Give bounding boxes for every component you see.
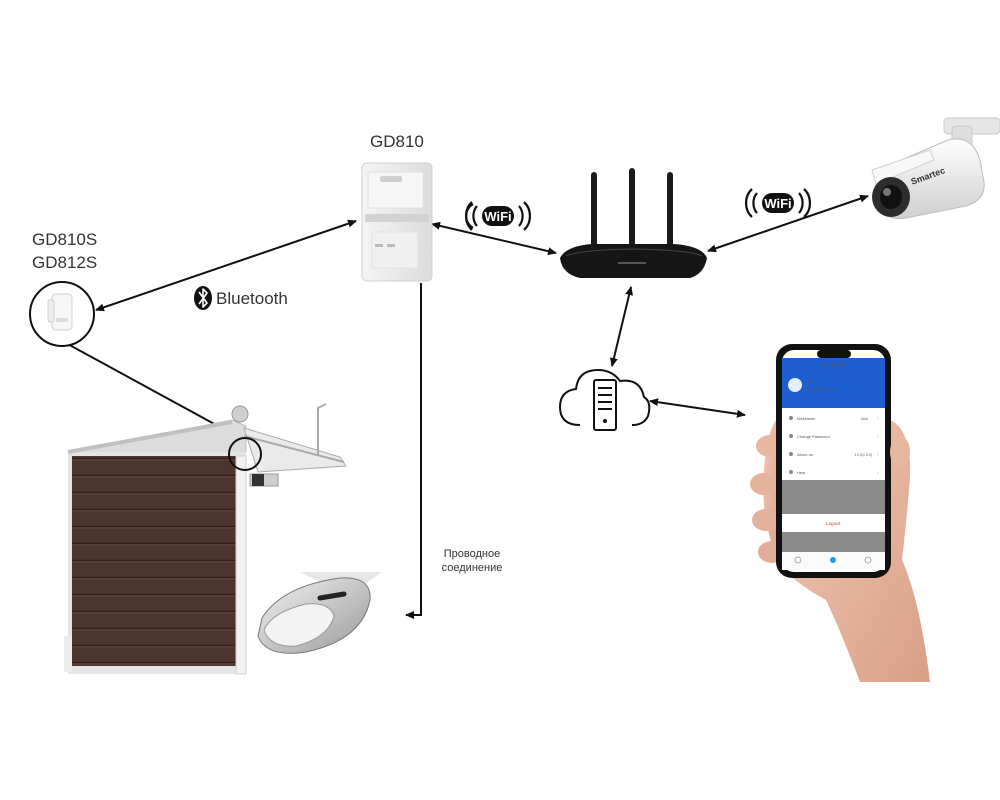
camera-device: Smartec	[871, 117, 1000, 220]
sensor-device	[29, 281, 95, 347]
phone-header-title: User profile	[820, 362, 846, 368]
chevron-right-icon: ›	[877, 452, 879, 458]
wifi-badge-text: WiFi	[484, 209, 511, 224]
chevron-right-icon: ›	[877, 470, 879, 476]
door-sensor-zoom-circle	[228, 437, 262, 471]
phone-menu-item-about[interactable]: About us 1.0.0(1.0.0) ›	[784, 447, 883, 461]
logout-button[interactable]: Logout	[784, 516, 883, 530]
cloud-phone-connection	[649, 398, 746, 418]
phone-user-name: nick	[806, 379, 813, 384]
wifi-badge-text: WiFi	[764, 196, 791, 211]
router-camera-connection	[707, 194, 869, 253]
phone-menu-label: NickName	[797, 416, 816, 421]
logout-label: Logout	[826, 521, 841, 526]
chevron-right-icon: ›	[877, 434, 879, 440]
wired-connection-line-2: соединение	[441, 562, 503, 574]
bluetooth-icon	[194, 286, 212, 310]
hub-router-connection	[431, 221, 557, 256]
router-cloud-connection	[609, 286, 634, 367]
phone-menu-value: 1.0.0(1.0.0)	[854, 453, 872, 457]
hand-with-phone: User profile nick nick@qwerd.com NickNam…	[750, 344, 930, 682]
sensor-model-label-2: GD812S	[32, 253, 98, 272]
cloud-server-icon	[558, 368, 651, 431]
nav-profile-icon[interactable]	[830, 557, 836, 563]
hub-device	[361, 162, 433, 282]
zoom-guide-line	[63, 341, 241, 439]
phone-menu-label: Change Password	[797, 434, 830, 439]
avatar	[788, 378, 802, 392]
phone-menu-value: nick	[861, 416, 868, 421]
hub-model-label: GD810	[370, 132, 424, 151]
wired-connection	[405, 283, 422, 619]
nav-home-icon[interactable]	[794, 556, 802, 564]
bluetooth-connection	[95, 219, 357, 312]
chevron-right-icon: ›	[877, 416, 879, 422]
wired-connection-line-1: Проводное	[443, 548, 501, 560]
phone-user-email: nick@qwerd.com	[806, 386, 837, 391]
phone-menu-item-nickname[interactable]: NickName nick ›	[784, 411, 883, 425]
phone-menu-item-change-password[interactable]: Change Password ›	[784, 429, 883, 443]
nav-settings-icon[interactable]	[864, 556, 872, 564]
sensor-model-label-1: GD810S	[32, 230, 98, 249]
wifi-badge-icon: WiFi	[464, 201, 532, 231]
phone-menu-label: Help	[797, 470, 806, 475]
garage-door	[64, 403, 347, 675]
router-device	[560, 168, 707, 278]
wifi-badge-icon: WiFi	[744, 188, 812, 218]
garage-motor	[257, 572, 382, 654]
wired-connection-label: Проводное соединение	[432, 547, 512, 575]
phone-menu-label: About us	[797, 452, 813, 457]
phone-menu-item-help[interactable]: Help ›	[784, 465, 883, 479]
